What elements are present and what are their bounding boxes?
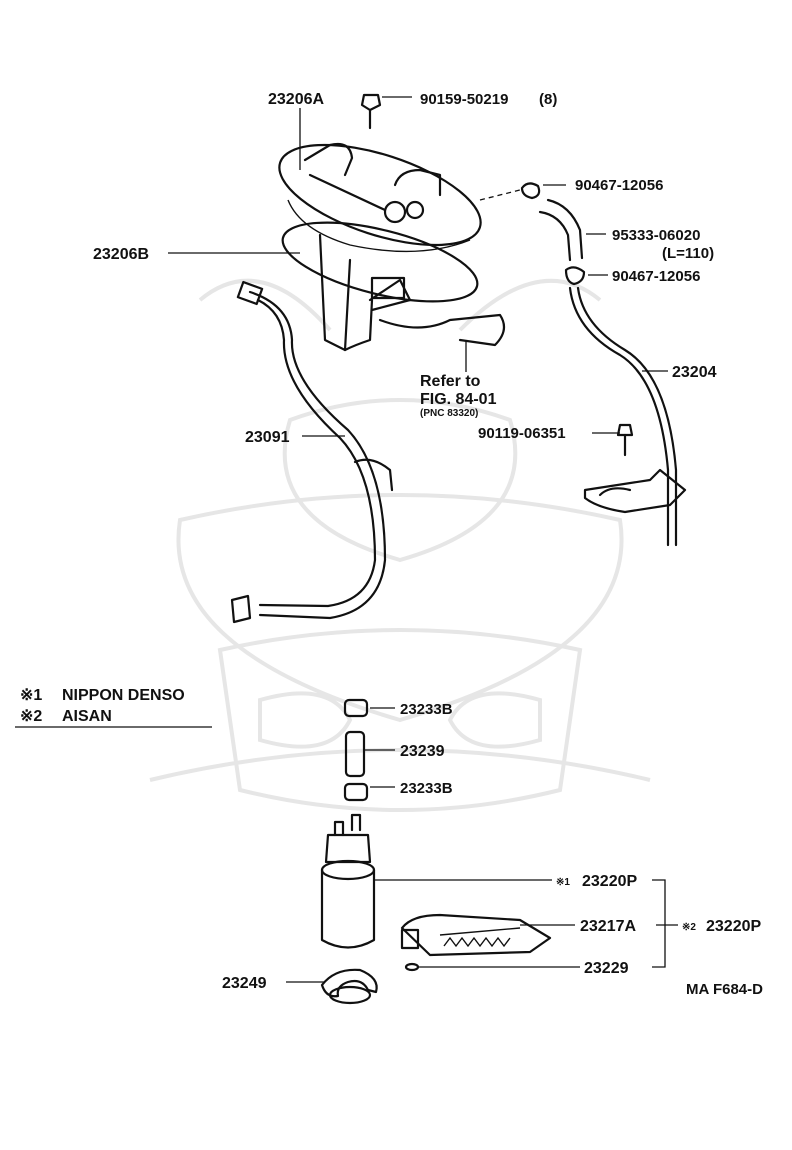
label-90467-12056-a: 90467-12056 [575, 177, 663, 194]
bolt-90159 [360, 93, 382, 130]
label-23239: 23239 [400, 743, 445, 760]
pipe-23204 [568, 286, 678, 547]
cushion-23249 [320, 968, 378, 1005]
label-23233B-bottom: 23233B [400, 780, 453, 797]
pipe-23091 [230, 280, 394, 624]
label-23220P-nippondenso: 23220P [582, 873, 637, 890]
bolt-90119 [616, 423, 634, 457]
clamp-90467-a [520, 182, 541, 200]
strainer-23217A [400, 913, 552, 957]
label-23233B-top: 23233B [400, 701, 453, 718]
legend-mark-2: ※2 [20, 708, 42, 725]
label-90467-12056-b: 90467-12056 [612, 268, 700, 285]
clip-23229 [404, 962, 420, 972]
label-23217A: 23217A [580, 918, 636, 935]
clamp-dashed-leader [479, 189, 521, 201]
hose-95333 [538, 198, 584, 262]
label-23249: 23249 [222, 975, 267, 992]
label-fig-ref: FIG. 84-01 [420, 391, 497, 408]
clamp-90467-b [564, 266, 586, 286]
bracket-frame [318, 233, 506, 352]
figure-code: MA F684-D [686, 981, 763, 998]
label-90159-50219: 90159-50219 [420, 91, 508, 108]
clamp-23233B-bottom [343, 782, 369, 802]
label-90159-qty: (8) [539, 91, 557, 108]
footnote-mark-2: ※2 [682, 922, 696, 933]
label-23206A: 23206A [268, 91, 324, 108]
label-pnc-ref: (PNC 83320) [420, 408, 478, 419]
label-23220P-aisan: 23220P [706, 918, 761, 935]
hose-23239 [344, 730, 366, 778]
watermark-emblem [149, 278, 651, 812]
label-refer-to: Refer to [420, 373, 481, 390]
legend-mark-1: ※1 [20, 687, 42, 704]
label-23206B: 23206B [93, 246, 149, 263]
label-90119-06351: 90119-06351 [478, 425, 566, 442]
label-23091: 23091 [245, 429, 290, 446]
label-23229: 23229 [584, 960, 629, 977]
pipe-bracket [583, 468, 687, 514]
label-23204: 23204 [672, 364, 717, 381]
clamp-23233B-top [343, 698, 369, 718]
label-95333-06020: 95333-06020 [612, 227, 700, 244]
label-95333-length: (L=110) [662, 245, 714, 262]
gasket-23206B [281, 221, 479, 303]
legend-text-1: NIPPON DENSO [62, 687, 185, 704]
footnote-mark-1: ※1 [556, 877, 570, 888]
leader-lines [15, 96, 678, 983]
sender-plate-23206A [278, 142, 482, 253]
fuel-pump-body [320, 813, 376, 949]
legend-text-2: AISAN [62, 708, 112, 725]
